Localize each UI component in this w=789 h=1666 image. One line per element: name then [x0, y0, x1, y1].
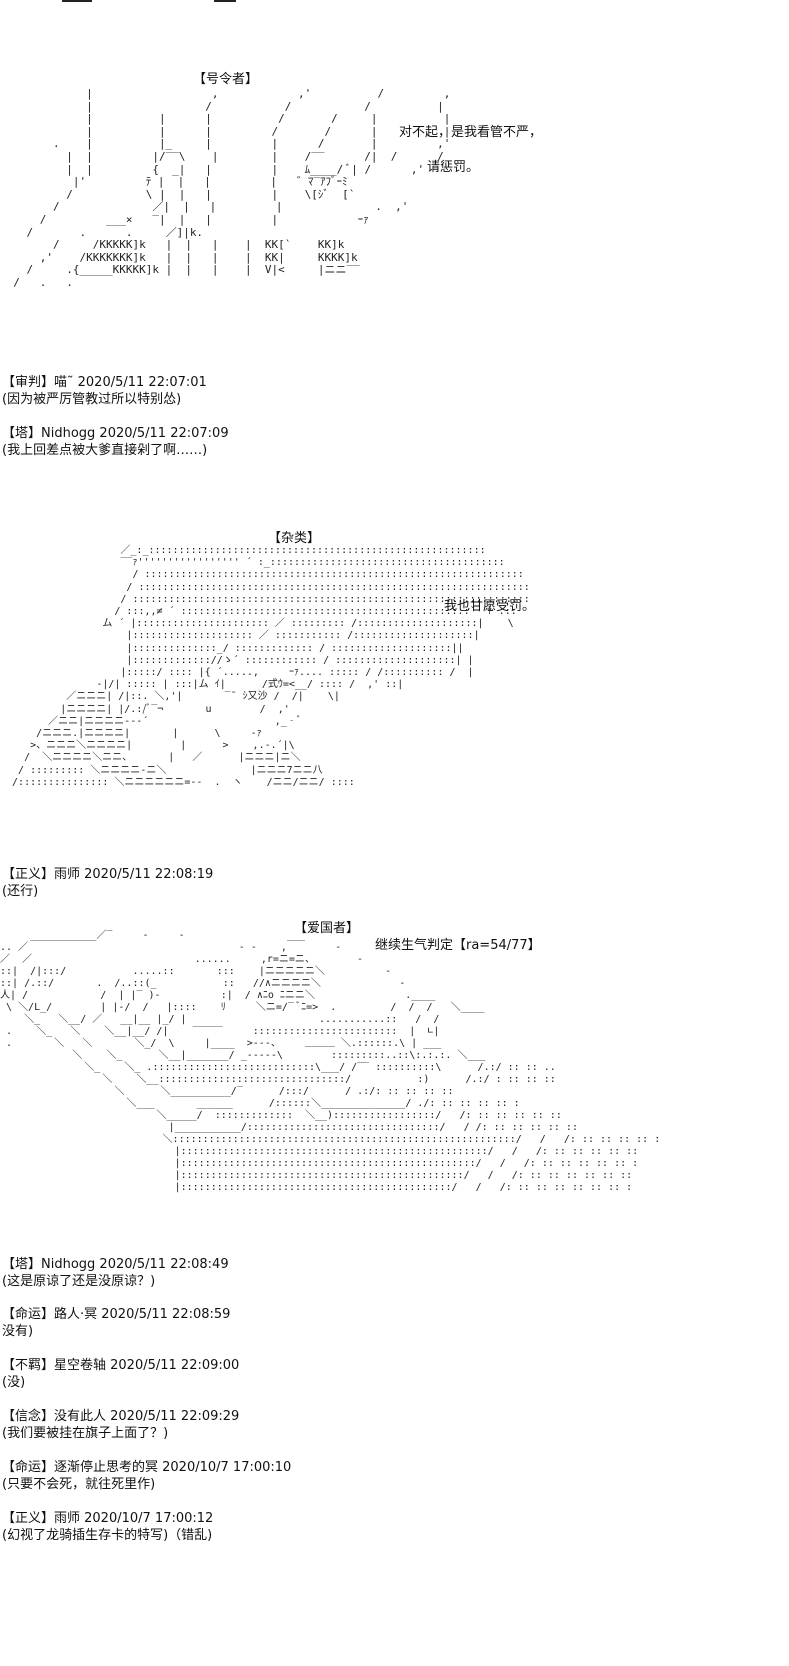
comment-body: (我上回差点被大爹直接剁了啊……)	[2, 443, 208, 458]
comment-body: (只要不会死，就往死里作)	[2, 1477, 156, 1492]
comment-header: 【正义】雨师 2020/10/7 17:00:12	[2, 1511, 214, 1526]
comment-body: (没)	[2, 1375, 26, 1390]
top-edge-mark	[214, 0, 236, 2]
comment-header: 【命运】逐渐停止思考的冥 2020/10/7 17:00:10	[2, 1460, 292, 1475]
comment-body: (因为被严厉管教过所以特别怂)	[2, 392, 182, 407]
comment-header: 【塔】Nidhogg 2020/5/11 22:07:09	[2, 426, 229, 441]
ascii-art-misc: ／_:_::::::::::::::::::::::::::::::::::::…	[12, 545, 530, 788]
speech-line: 请惩罚。	[427, 160, 480, 175]
comment-header: 【审判】喵˜ 2020/5/11 22:07:01	[2, 375, 207, 390]
top-edge-mark	[62, 0, 92, 2]
ascii-art-patriot: ___________／‾ - - ___ .. ／ ‐ ‐ , - ／ ／ .…	[0, 930, 661, 1193]
role-label: 【号令者】	[193, 72, 259, 87]
comment-body: 没有)	[2, 1324, 34, 1339]
comment-header: 【命运】路人·冥 2020/5/11 22:08:59	[2, 1307, 231, 1322]
comment-body: (这是原谅了还是没原谅？)	[2, 1274, 156, 1289]
comment-body: (我们要被挂在旗子上面了？)	[2, 1426, 169, 1441]
comment-header: 【塔】Nidhogg 2020/5/11 22:08:49	[2, 1257, 229, 1272]
ascii-art-commander: | , ,' / , | / / / | | | | / / | |	[13, 87, 451, 289]
comment-header: 【正义】雨师 2020/5/11 22:08:19	[2, 867, 214, 882]
role-label: 【爱国者】	[294, 921, 360, 936]
speech-line: 我也甘愿受罚。	[444, 599, 536, 614]
speech-line: 继续生气判定【ra=54/77】	[375, 938, 541, 953]
comment-header: 【不羁】星空卷轴 2020/5/11 22:09:00	[2, 1358, 240, 1373]
speech-line: 对不起，是我看管不严，	[399, 125, 543, 140]
comment-header: 【信念】没有此人 2020/5/11 22:09:29	[2, 1409, 240, 1424]
comment-body: (还行)	[2, 884, 39, 899]
comment-body: (幻视了龙骑插生存卡的特写)（错乱)	[2, 1528, 213, 1543]
role-label: 【杂类】	[268, 531, 321, 546]
